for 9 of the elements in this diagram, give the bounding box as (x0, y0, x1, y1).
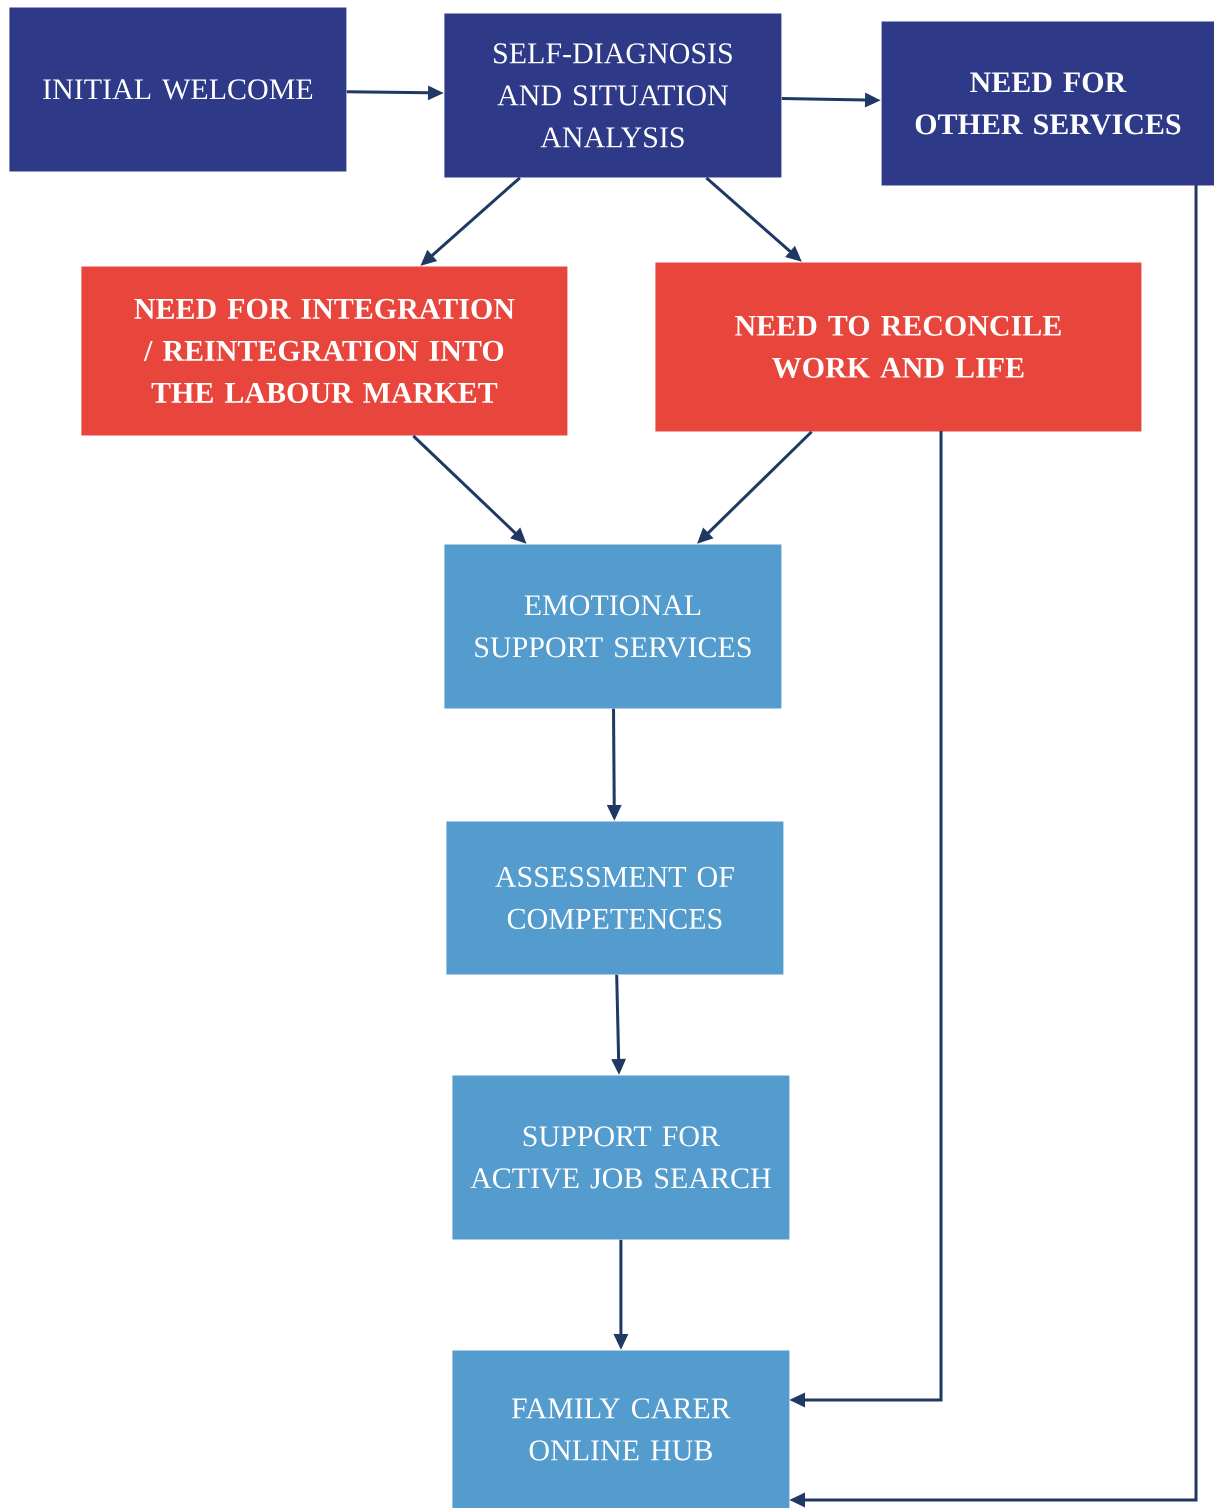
process-box: NEED FOR OTHER SERVICES (881, 21, 1214, 186)
process-box: NEED FOR INTEGRATION / REINTEGRATION INTO THE LABOUR MARKET (81, 266, 568, 436)
process-box: INITIAL WELCOME (9, 7, 347, 172)
process-box: ASSESSMENT OF COMPETENCES (446, 821, 784, 975)
process-box: NEED TO RECONCILE WORK AND LIFE (655, 262, 1142, 432)
process-box: EMOTIONAL SUPPORT SERVICES (444, 544, 782, 709)
process-box: SUPPORT FOR ACTIVE JOB SEARCH (452, 1075, 790, 1240)
process-box: SELF-DIAGNOSIS AND SITUATION ANALYSIS (444, 13, 782, 178)
process-box: FAMILY CARER ONLINE HUB (452, 1350, 790, 1508)
